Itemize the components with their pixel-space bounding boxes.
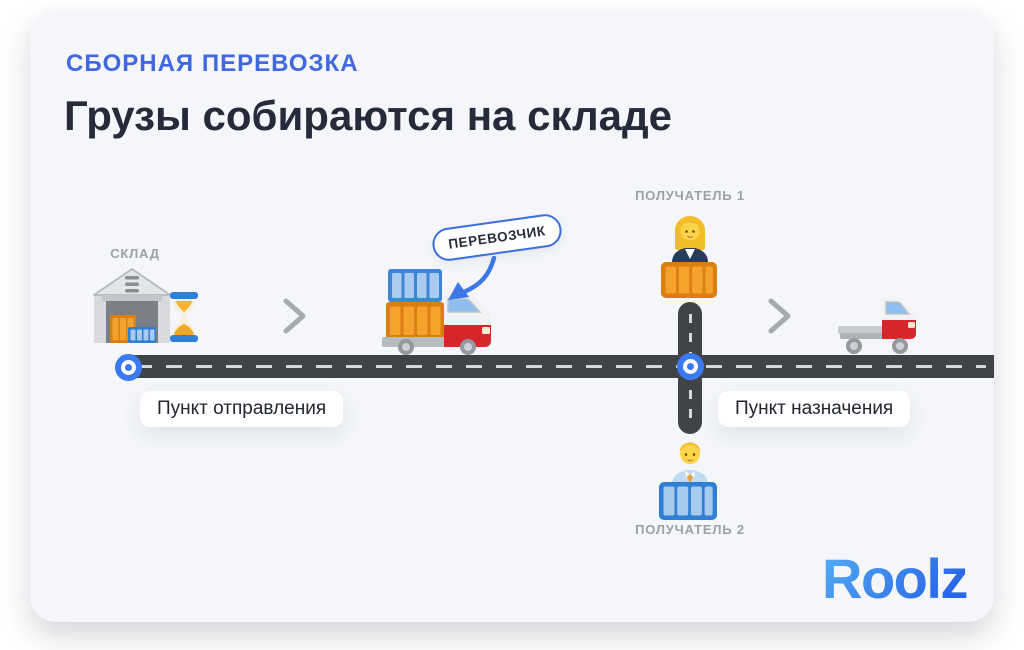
chevron-right-icon (283, 298, 306, 334)
road-dash-line (136, 365, 986, 368)
route-marker-icon (683, 359, 698, 374)
empty-truck-icon (838, 298, 916, 354)
loaded-truck-icon (382, 269, 491, 355)
route-marker-icon (121, 360, 136, 375)
blue-crate-icon (659, 482, 717, 520)
origin-pill: Пункт отправления (140, 391, 344, 427)
chevron-right-icon (768, 298, 791, 334)
warehouse-label: СКЛАД (110, 246, 160, 261)
man-icon (672, 442, 708, 484)
infographic-card: СБОРНАЯ ПЕРЕВОЗКА Грузы собираются на ск… (30, 10, 994, 622)
woman-icon (672, 216, 708, 262)
receiver1-label: ПОЛУЧАТЕЛЬ 1 (635, 188, 745, 203)
hourglass-icon (170, 292, 198, 342)
horizontal-road (120, 355, 994, 378)
page-title: Грузы собираются на складе (64, 92, 673, 139)
warehouse-icon (93, 268, 171, 343)
roolz-logo-text: Roolz (822, 548, 967, 606)
eyebrow-label: СБОРНАЯ ПЕРЕВОЗКА (66, 50, 359, 77)
orange-crate-icon (661, 262, 717, 298)
roolz-logo: Roolz (822, 548, 968, 606)
receiver2-label: ПОЛУЧАТЕЛЬ 2 (635, 522, 745, 537)
carrier-arrow-icon (448, 256, 497, 300)
destination-pill: Пункт назначения (718, 391, 911, 427)
